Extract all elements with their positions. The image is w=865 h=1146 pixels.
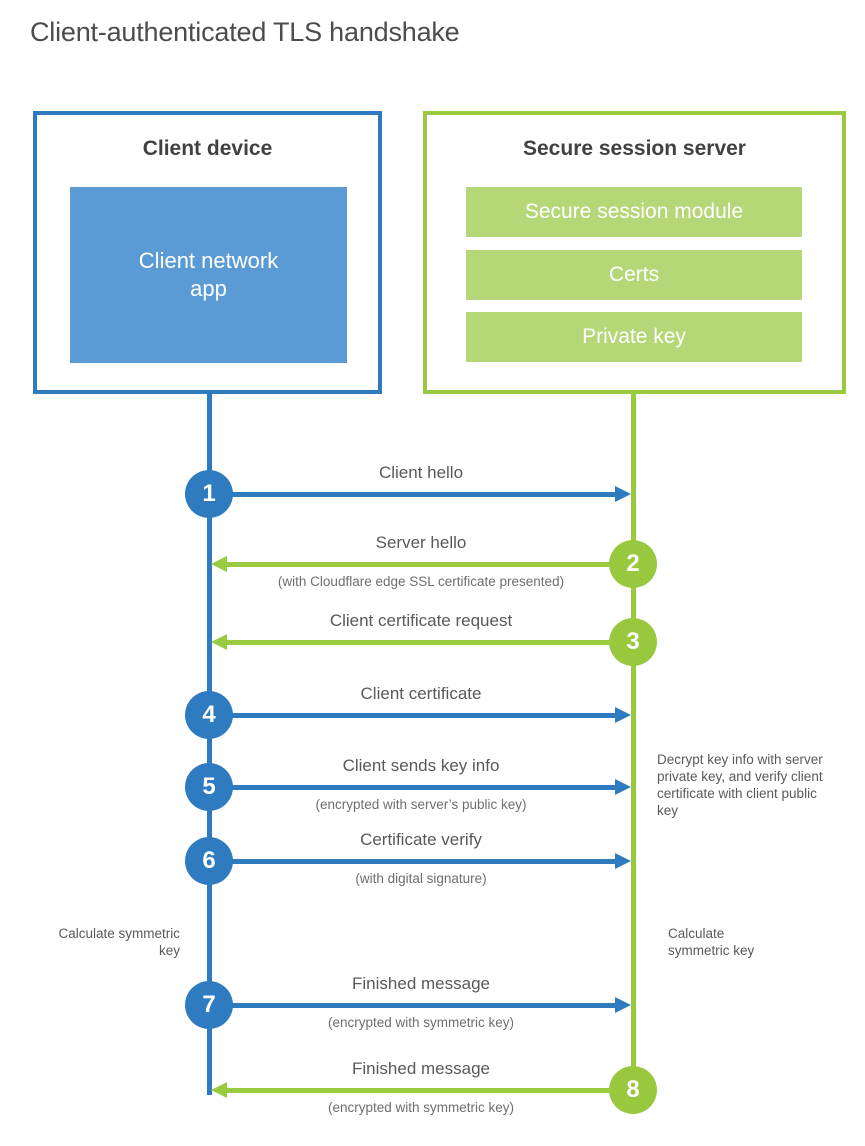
step-5-number: 5 [202,773,216,800]
step-4-arrow-line [231,713,615,718]
client-network-app-box: Client network app [70,187,347,363]
step-8-badge: 8 [609,1066,657,1114]
step-1-arrow-line [231,492,615,497]
step-7-arrowhead-right-icon [615,997,631,1013]
step-1-badge: 1 [185,470,233,518]
client-device-title: Client device [142,137,273,160]
step-8-arrow-line [227,1088,609,1093]
step-2-arrow-line [227,562,609,567]
calculate-symmetric-key-left: Calculate symmetric key [58,926,180,958]
step-3-arrow-line [227,640,609,645]
step-6-sublabel: (with digital signature) [355,871,487,886]
step-4-number: 4 [202,701,216,728]
step-4-badge: 4 [185,691,233,739]
decrypt-key-note: Decrypt key info with server private key… [657,752,823,818]
step-2-arrowhead-left-icon [211,556,227,572]
step-5-label: Client sends key info [342,756,500,775]
step-5-badge: 5 [185,763,233,811]
step-1-number: 1 [202,480,216,507]
step-1-arrowhead-right-icon [615,486,631,502]
step-4-arrowhead-right-icon [615,707,631,723]
step-3-label: Client certificate request [329,611,513,630]
step-6-arrow-line [231,859,615,864]
step-6-badge: 6 [185,837,233,885]
step-7-sublabel: (encrypted with symmetric key) [327,1015,515,1030]
client-lifeline [207,394,212,1095]
step-5-arrowhead-right-icon [615,779,631,795]
server-module-bar: Private key [466,312,802,362]
client-network-app-label: Client network app [138,248,279,301]
secure-session-server-title: Secure session server [523,137,746,160]
step-4-label: Client certificate [360,684,482,703]
step-2-badge: 2 [609,540,657,588]
step-2-label: Server hello [375,533,467,552]
server-module-bar: Secure session module [466,187,802,237]
step-7-number: 7 [202,991,216,1018]
step-3-number: 3 [626,628,640,655]
step-7-label: Finished message [352,974,490,993]
step-6-number: 6 [202,847,216,874]
step-5-sublabel: (encrypted with server’s public key) [315,797,527,812]
server-lifeline [631,394,636,1090]
server-module-bar: Certs [466,250,802,300]
step-6-label: Certificate verify [360,830,482,849]
step-7-arrow-line [231,1003,615,1008]
step-8-arrowhead-left-icon [211,1082,227,1098]
calculate-symmetric-key-right: Calculate symmetric key [668,926,755,958]
step-2-number: 2 [626,550,640,577]
step-1-label: Client hello [378,463,464,482]
step-6-arrowhead-right-icon [615,853,631,869]
step-5-arrow-line [231,785,615,790]
page-title: Client-authenticated TLS handshake [30,17,460,47]
step-8-number: 8 [626,1076,640,1103]
step-7-badge: 7 [185,981,233,1029]
step-8-label: Finished message [352,1059,490,1078]
step-3-badge: 3 [609,618,657,666]
step-2-sublabel: (with Cloudflare edge SSL certificate pr… [277,574,565,589]
step-8-sublabel: (encrypted with symmetric key) [327,1100,515,1115]
step-3-arrowhead-left-icon [211,634,227,650]
